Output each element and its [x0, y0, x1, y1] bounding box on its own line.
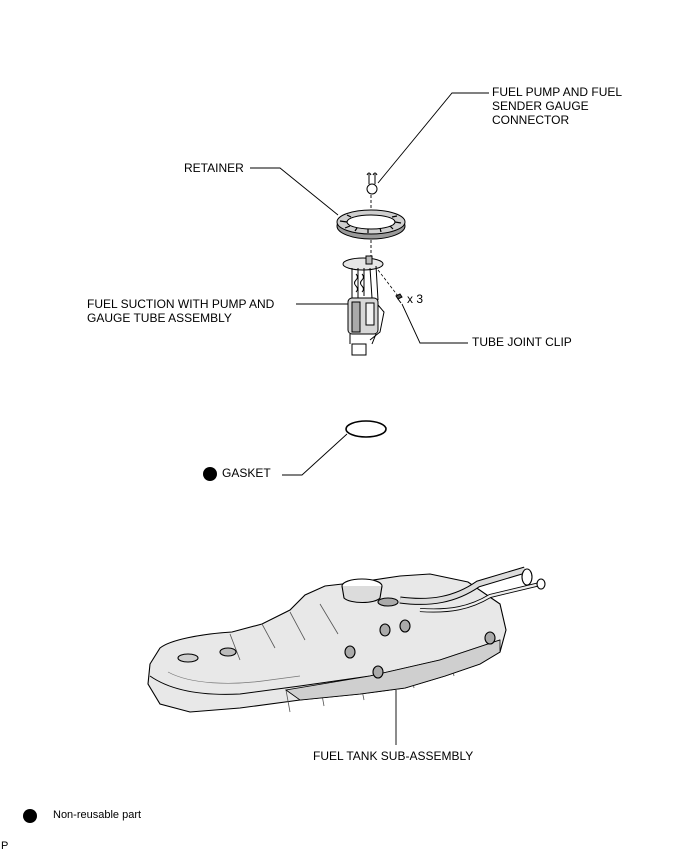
label-retainer: RETAINER [184, 161, 244, 175]
legend-non-reusable-icon [23, 809, 37, 823]
leader-retainer [250, 167, 339, 216]
gasket-non-reusable-mark [203, 467, 217, 481]
leader-tube-clip [401, 303, 468, 344]
label-gasket: GASKET [222, 466, 271, 480]
leader-connector [377, 92, 489, 184]
connector-part [366, 172, 378, 195]
label-fuel-suction: FUEL SUCTION WITH PUMP AND GAUGE TUBE AS… [87, 297, 275, 325]
fuel-suction-assembly [342, 255, 385, 356]
corner-code: P [1, 840, 9, 852]
label-tube-joint-clip: TUBE JOINT CLIP [472, 335, 572, 349]
label-fuel-tank: FUEL TANK SUB-ASSEMBLY [313, 749, 474, 763]
label-clip-quantity: x 3 [407, 292, 424, 306]
tube-joint-clip [395, 293, 403, 304]
leader-gasket [282, 433, 348, 476]
retainer-part [336, 209, 406, 240]
leader-lines [250, 92, 489, 745]
clip-axis [374, 265, 399, 297]
label-connector: FUEL PUMP AND FUEL SENDER GAUGE CONNECTO… [492, 85, 623, 127]
legend-non-reusable-text: Non-reusable part [53, 809, 142, 821]
gasket-part [345, 420, 387, 438]
fuel-tank-part [147, 566, 546, 713]
